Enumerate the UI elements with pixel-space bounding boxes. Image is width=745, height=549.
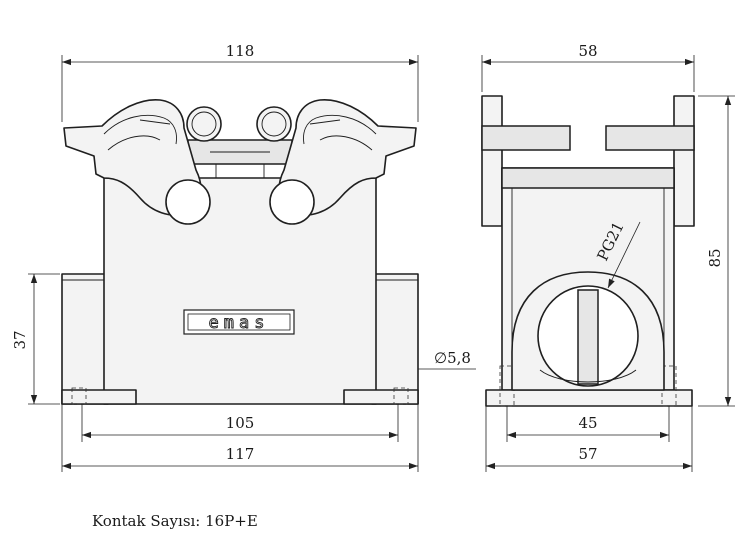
dim-side-top-width: 58 [578, 42, 597, 60]
dim-side-hole-span: 45 [578, 414, 597, 432]
emas-logo: emas [183, 309, 295, 335]
lever-hole-left [165, 179, 211, 225]
dim-front-hole-span: 105 [226, 414, 255, 432]
lever-hole-right [269, 179, 315, 225]
contact-count-caption: Kontak Sayısı: 16P+E [92, 512, 258, 530]
side-top-block-right [673, 95, 695, 227]
front-foot-left [61, 389, 137, 405]
front-view: emas 118 37 105 117 ∅5,8 [11, 42, 536, 472]
front-side-flange-left [61, 273, 109, 405]
front-side-flange-right [371, 273, 419, 405]
dim-hole-diameter: ∅5,8 [434, 349, 471, 367]
front-housing-body [103, 177, 377, 405]
front-foot-right [343, 389, 419, 405]
svg-text:emas: emas [209, 313, 270, 333]
dim-front-base-width: 117 [226, 445, 255, 463]
side-top-block-left [481, 95, 503, 227]
side-view: 58 85 45 57 PG21 [481, 42, 735, 472]
dim-side-base-width: 57 [578, 445, 597, 463]
dim-front-height: 37 [11, 330, 29, 349]
side-base [485, 389, 693, 407]
dim-front-top-width: 118 [226, 42, 255, 60]
dim-side-height: 85 [706, 248, 724, 267]
